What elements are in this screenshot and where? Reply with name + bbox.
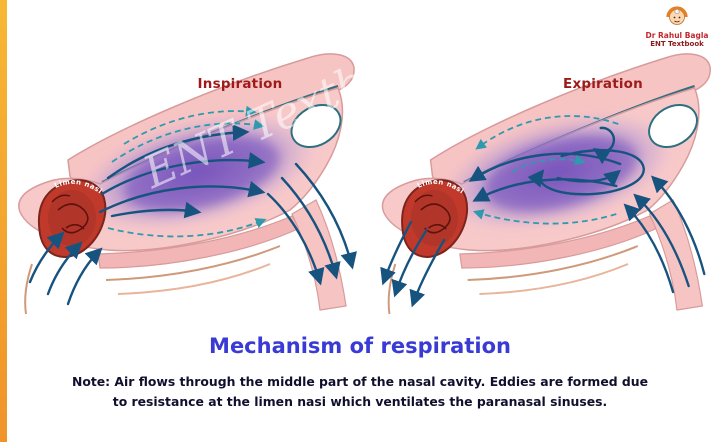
logo-subtitle: ENT Textbook — [650, 40, 704, 49]
left-accent-strip — [0, 0, 7, 442]
expiration-diagram — [366, 14, 718, 329]
expiration-eddy-arrows — [472, 115, 619, 225]
figure-note: Note: Air flows through the middle part … — [0, 372, 720, 412]
inspiration-airflow-arrows — [28, 124, 357, 306]
expiration-label: Expiration — [563, 76, 643, 92]
expiration-airflow-arrows — [380, 126, 706, 308]
logo-name: Dr Rahul Bagla — [645, 31, 709, 40]
inspiration-eddy-arrows — [107, 105, 267, 238]
inspiration-label: Inspiration — [197, 76, 283, 92]
note-line2: to resistance at the limen nasi which ve… — [112, 394, 608, 410]
figure-title: Mechanism of respiration — [209, 334, 511, 358]
note-line1: Note: Air flows through the middle part … — [71, 374, 649, 389]
inspiration-diagram — [2, 14, 362, 329]
brand-logo: Dr Rahul Bagla ENT Textbook — [638, 5, 716, 49]
logo-face-icon — [666, 6, 688, 25]
